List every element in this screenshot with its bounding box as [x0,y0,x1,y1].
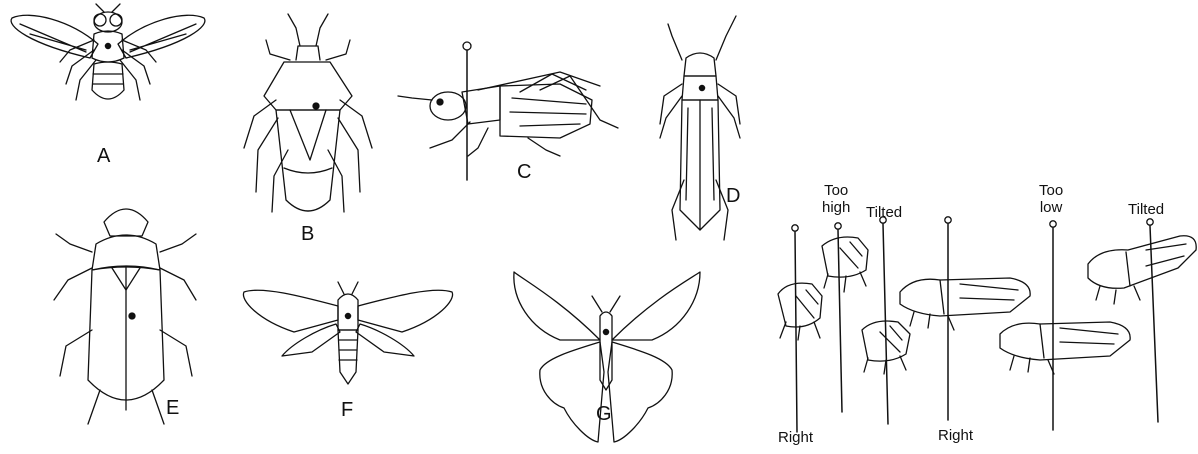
pin-label-right-left: Right [778,429,813,446]
pin-label-right-center: Right [938,427,973,444]
pinning-positions-panel [778,217,1196,432]
fly-specimen-a [11,4,205,100]
moth-specimen-f [243,282,452,384]
pin-label-too-high-line2: high [822,199,850,216]
grasshopper-specimen-c [398,42,618,180]
pin-label-too-low: Too low [1039,182,1063,217]
pin-right-center [900,217,1030,420]
specimen-label-f: F [341,400,353,420]
specimen-label-c: C [517,162,531,182]
specimen-label-a: A [97,146,110,166]
pin-tilted-left [862,217,910,424]
beetle-specimen-e [54,209,196,424]
pin-label-too-low-line1: Too [1039,182,1063,199]
specimen-label-b: B [301,224,314,244]
specimen-label-g: G [596,404,612,424]
pin-tilted-right [1088,219,1196,422]
shield-bug-specimen-b [244,14,372,212]
specimen-label-e: E [166,398,179,418]
specimen-label-d: D [726,186,740,206]
pin-label-tilted-right: Tilted [1128,201,1164,218]
pin-too-high [822,223,868,412]
pin-label-too-high-line1: Too [822,182,850,199]
pin-label-too-low-line2: low [1039,199,1063,216]
pin-label-tilted-left: Tilted [866,204,902,221]
pin-label-too-high: Too high [822,182,850,217]
pin-right-left [778,225,822,432]
pin-too-low [1000,221,1130,430]
